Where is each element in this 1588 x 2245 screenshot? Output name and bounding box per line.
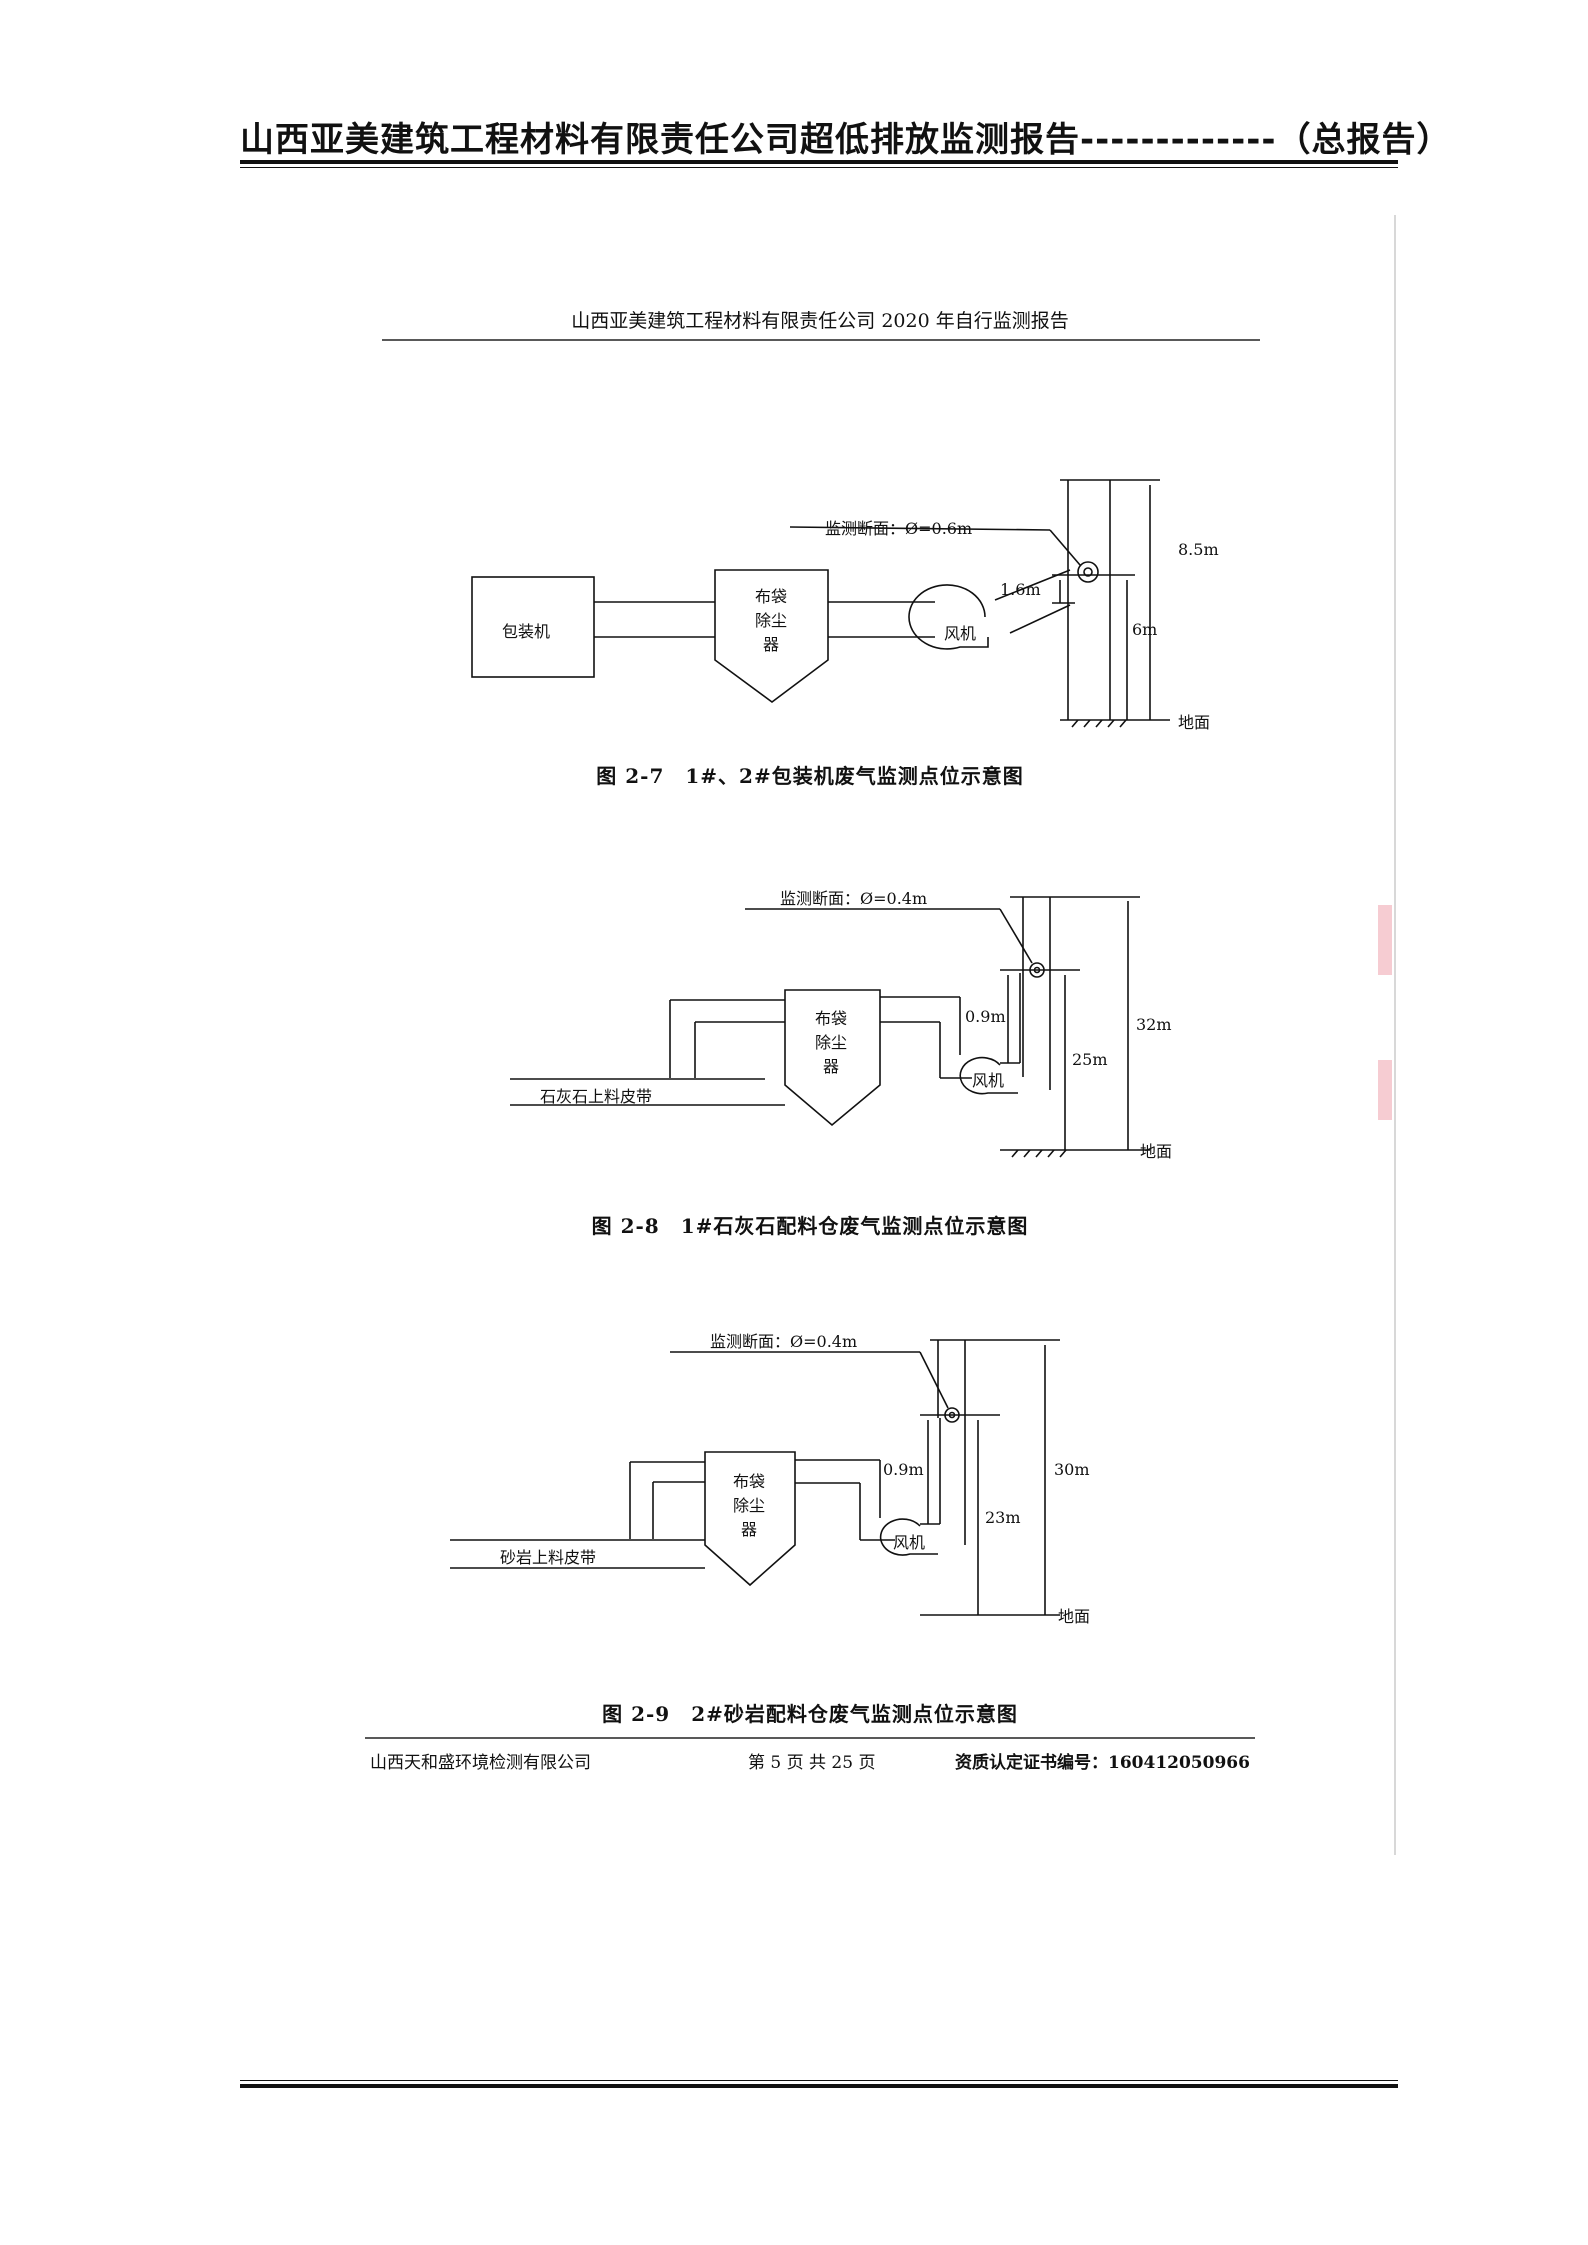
figure-2-8-filter-line1: 布袋 — [815, 1009, 848, 1028]
figure-2-8-source-label: 石灰石上料皮带 — [540, 1087, 653, 1106]
footer-rule-thin — [240, 2080, 1398, 2081]
figure-2-9-caption: 图 2-9 2#砂岩配料仓废气监测点位示意图 — [602, 1702, 1018, 1726]
figure-2-9-ground-label: 地面 — [1058, 1607, 1091, 1626]
scan-rules — [365, 339, 1260, 1739]
figure-2-9-filter-line3: 器 — [741, 1520, 758, 1539]
footer-page-number: 第 5 页 共 25 页 — [748, 1753, 876, 1773]
figure-2-8-section-label: 监测断面：Ø=0.4m — [780, 889, 928, 908]
figure-2-7-ground-label: 地面 — [1178, 713, 1211, 732]
figure-2-8-caption: 图 2-8 1#石灰石配料仓废气监测点位示意图 — [591, 1214, 1029, 1238]
figure-2-9-total-height: 30m — [1054, 1460, 1090, 1479]
scanned-page: 山西亚美建筑工程材料有限责任公司 2020 年自行监测报告 — [360, 290, 1260, 1790]
figure-2-8-section-height: 0.9m — [965, 1007, 1006, 1026]
figure-2-7-filter-line3: 器 — [763, 635, 780, 654]
figure-2-9-filter-line1: 布袋 — [733, 1472, 766, 1491]
figure-2-7-total-height: 8.5m — [1178, 540, 1219, 559]
figure-2-9-source-label: 砂岩上料皮带 — [500, 1548, 597, 1567]
header-rule-thick — [240, 160, 1398, 164]
figure-2-8-point-height: 25m — [1072, 1050, 1108, 1069]
figure-2-8-fan-label: 风机 — [972, 1071, 1005, 1090]
figure-2-8-total-height: 32m — [1136, 1015, 1172, 1034]
figure-2-7-section-label: 监测断面：Ø=0.6m — [825, 519, 973, 538]
figure-2-7-section-height: 1.6m — [1000, 580, 1041, 599]
figure-2-7-filter-line2: 除尘 — [755, 611, 788, 630]
figure-2-8-filter-line2: 除尘 — [815, 1033, 848, 1052]
figure-2-8-diagram: 监测断面：Ø=0.4m 石灰石上料皮带 布袋 除尘 器 风机 0.9m 25m … — [360, 825, 1260, 1185]
figure-2-7-diagram: 监测断面：Ø=0.6m 包装机 布袋 除尘 器 风机 1.6m 6m 8.5m … — [360, 375, 1260, 735]
figure-2-8-ground-label: 地面 — [1140, 1142, 1173, 1161]
figure-2-9-filter-line2: 除尘 — [733, 1496, 766, 1515]
footer-rule-thick — [240, 2084, 1398, 2088]
seal-stamp-mark — [1378, 905, 1392, 975]
scan-page-title: 山西亚美建筑工程材料有限责任公司 2020 年自行监测报告 — [571, 310, 1069, 332]
figure-2-7-filter-line1: 布袋 — [755, 587, 788, 606]
figure-2-9-fan-label: 风机 — [893, 1533, 926, 1552]
figure-2-9-section-label: 监测断面：Ø=0.4m — [710, 1332, 858, 1351]
figure-2-7-point-height: 6m — [1132, 620, 1158, 639]
figure-2-7-caption: 图 2-7 1#、2#包装机废气监测点位示意图 — [596, 764, 1024, 788]
report-header-title: 山西亚美建筑工程材料有限责任公司超低排放监测报告-------------（总报… — [240, 120, 1452, 160]
figure-2-9-point-height: 23m — [985, 1508, 1021, 1527]
scan-page-footer: 山西天和盛环境检测有限公司 第 5 页 共 25 页 资质认定证书编号：1604… — [370, 1748, 1250, 1773]
figure-2-9-section-height: 0.9m — [883, 1460, 924, 1479]
seal-stamp-mark — [1378, 1060, 1392, 1120]
figure-2-7-fan-label: 风机 — [944, 624, 977, 643]
figure-2-7-source-label: 包装机 — [502, 622, 551, 641]
scan-edge-line — [1394, 215, 1396, 1855]
footer-company: 山西天和盛环境检测有限公司 — [370, 1753, 591, 1773]
figure-2-8-filter-line3: 器 — [823, 1057, 840, 1076]
footer-certificate: 资质认定证书编号：160412050966 — [955, 1753, 1250, 1773]
figure-2-9-diagram: 监测断面：Ø=0.4m 砂岩上料皮带 布袋 除尘 器 风机 0.9m 23m 3… — [360, 1290, 1260, 1650]
header-rule-thin — [240, 167, 1398, 168]
